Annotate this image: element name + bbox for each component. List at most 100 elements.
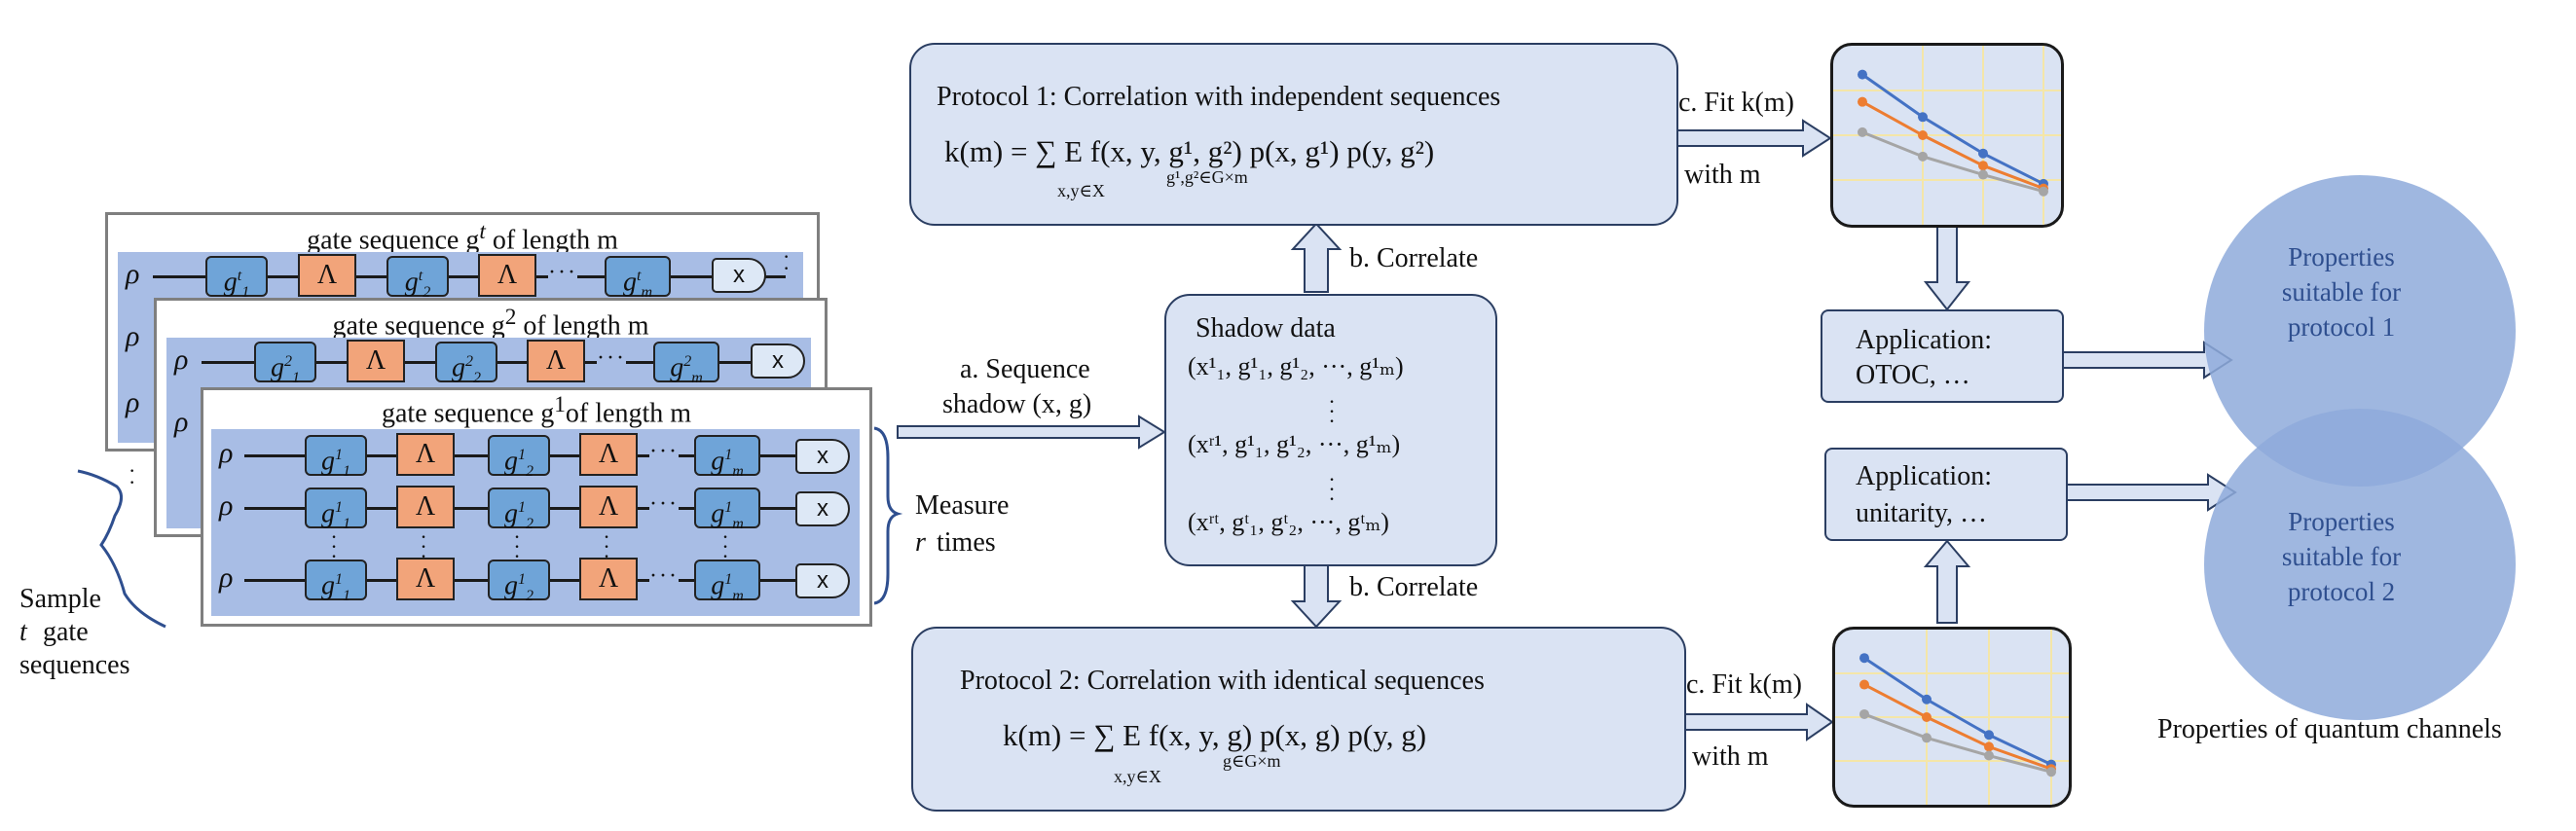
vertical-dots: ··· xyxy=(420,524,427,568)
gate-g1-1: g11 xyxy=(305,488,367,532)
series-point-2 xyxy=(2046,767,2056,777)
application2-line2: unitarity, … xyxy=(1856,498,1988,528)
correlate-bottom-label: b. Correlate xyxy=(1349,572,1479,602)
stack-dots-left: ·· xyxy=(129,458,136,494)
ellipsis: ··· xyxy=(649,491,679,518)
shadow-row-a: (x¹₁, g¹₁, g¹₂, ···, g¹ₘ) xyxy=(1188,352,1404,380)
fit-arrow-bottom xyxy=(1683,703,1834,741)
series-point-2 xyxy=(2039,186,2048,197)
fit-bottom-label: c. Fit k(m) xyxy=(1686,669,1802,700)
series-point-2 xyxy=(1922,733,1932,743)
series-point-0 xyxy=(1858,69,1867,80)
ellipsis: ··· xyxy=(649,563,679,590)
panel-1-title-sup: 1 xyxy=(554,392,566,417)
measure-brace xyxy=(873,426,903,605)
panel-2-title: gate sequence g2 of length m xyxy=(157,305,825,342)
ellipsis: ··· xyxy=(548,260,577,286)
gate-g1-2: g21 xyxy=(254,342,316,386)
lambda-gate: Λ xyxy=(579,486,638,528)
series-point-2 xyxy=(1859,708,1869,719)
venn-label-protocol1: Properties suitable for protocol 1 xyxy=(2268,239,2414,344)
sample-label-1: Sample xyxy=(19,584,101,614)
correlate-up-arrow xyxy=(1290,222,1343,293)
fit-graph-top xyxy=(1830,43,2064,228)
shadow-row-c: (xʳᵗ, gᵗ₁, gᵗ₂, ···, gᵗₘ) xyxy=(1188,508,1389,536)
series-line-2 xyxy=(1863,712,2052,774)
graph-to-app2-arrow xyxy=(1923,539,1971,624)
qubit-wire xyxy=(153,275,786,278)
rho-symbol: ρ xyxy=(126,386,140,418)
series-point-0 xyxy=(1859,653,1869,664)
gate-g2-1: g12 xyxy=(488,560,550,604)
sample-brace xyxy=(77,469,166,629)
protocol2-title: Protocol 2: Correlation with identical s… xyxy=(960,666,1485,696)
lambda-gate: Λ xyxy=(396,486,455,528)
fit-chart-top xyxy=(1833,46,2061,225)
panel-t-title-text: gate sequence g xyxy=(307,225,480,256)
panel-1-title-tail: of length m xyxy=(565,398,691,429)
protocol2-equation: k(m) = ∑ E f(x, y, g) p(x, g) p(y, g) xyxy=(1003,718,1427,752)
series-line-1 xyxy=(1861,100,2044,191)
series-line-1 xyxy=(1863,683,2052,771)
venn1-line1: Properties xyxy=(2288,242,2395,271)
measure-symbol: x xyxy=(795,491,850,526)
sample-label-var: t xyxy=(19,617,27,647)
measure-symbol: x xyxy=(795,439,850,474)
lambda-gate: Λ xyxy=(579,433,638,476)
venn2-line2: suitable for xyxy=(2281,542,2402,571)
lambda-gate: Λ xyxy=(396,558,455,600)
panel-1-title: gate sequence g1of length m xyxy=(203,392,869,429)
series-point-2 xyxy=(1984,750,1994,761)
lambda-gate: Λ xyxy=(298,254,356,297)
protocol1-sum-sub: x,y∈X xyxy=(1057,181,1105,200)
gate-g2-1: g12 xyxy=(488,435,550,480)
rho-symbol: ρ xyxy=(219,489,234,522)
measure-symbol: x xyxy=(795,563,850,598)
application2-line1: Application: xyxy=(1856,461,1992,491)
application1-box: Application: OTOC, … xyxy=(1821,309,2064,403)
sample-label-2: gate xyxy=(43,617,89,647)
measure-label-1: Measure xyxy=(915,490,1010,521)
gate-g1-1: g11 xyxy=(305,560,367,604)
vertical-dots: ··· xyxy=(721,524,729,568)
series-point-1 xyxy=(1859,679,1869,690)
fit-arrow-top xyxy=(1675,119,1832,158)
gate-gm-1: g1m xyxy=(694,560,760,604)
shadow-row-b: (xʳ¹, g¹₁, g¹₂, ···, g¹ₘ) xyxy=(1188,430,1401,458)
series-point-0 xyxy=(1922,694,1932,705)
venn2-line3: protocol 2 xyxy=(2287,577,2396,606)
gate-g2-2: g22 xyxy=(435,342,497,386)
correlate-down-arrow xyxy=(1290,561,1343,629)
series-line-0 xyxy=(1863,656,2052,766)
gate-gm-1: g1m xyxy=(694,488,760,532)
series-line-0 xyxy=(1861,73,2044,186)
panel-2-title-tail: of length m xyxy=(516,310,649,342)
series-point-1 xyxy=(1984,741,1994,752)
measure-symbol: x xyxy=(751,343,805,379)
application2-box: Application: unitarity, … xyxy=(1824,448,2068,541)
panel-2-title-text: gate sequence g xyxy=(332,310,505,342)
with-m-top-label: with m xyxy=(1684,160,1761,190)
series-line-2 xyxy=(1861,130,2044,194)
venn-circle-protocol2 xyxy=(2204,409,2516,720)
venn-circle-protocol1 xyxy=(2204,175,2516,487)
series-point-0 xyxy=(1984,730,1994,741)
rho-symbol: ρ xyxy=(219,437,234,469)
measure-label-var: r xyxy=(915,527,926,558)
series-point-2 xyxy=(1858,126,1867,137)
sequence-shadow-arrow xyxy=(897,415,1166,450)
venn2-line1: Properties xyxy=(2288,507,2395,536)
rho-symbol: ρ xyxy=(174,343,189,376)
application1-line2: OTOC, … xyxy=(1856,360,1970,390)
rho-symbol: ρ xyxy=(126,258,140,290)
lambda-gate: Λ xyxy=(478,254,536,297)
measure-label-2: times xyxy=(937,527,996,558)
gate-g2t: gt2 xyxy=(386,256,449,301)
shadow-data-box: Shadow data (x¹₁, g¹₁, g¹₂, ···, g¹ₘ) ··… xyxy=(1164,294,1497,566)
protocol1-title: Protocol 1: Correlation with independent… xyxy=(937,82,1501,112)
protocol2-sum-sub: x,y∈X xyxy=(1114,767,1161,786)
vertical-dots: ··· xyxy=(603,524,610,568)
protocol1-expect-sub: g¹,g²∈G×m xyxy=(1166,167,1248,187)
lambda-gate: Λ xyxy=(347,340,405,382)
